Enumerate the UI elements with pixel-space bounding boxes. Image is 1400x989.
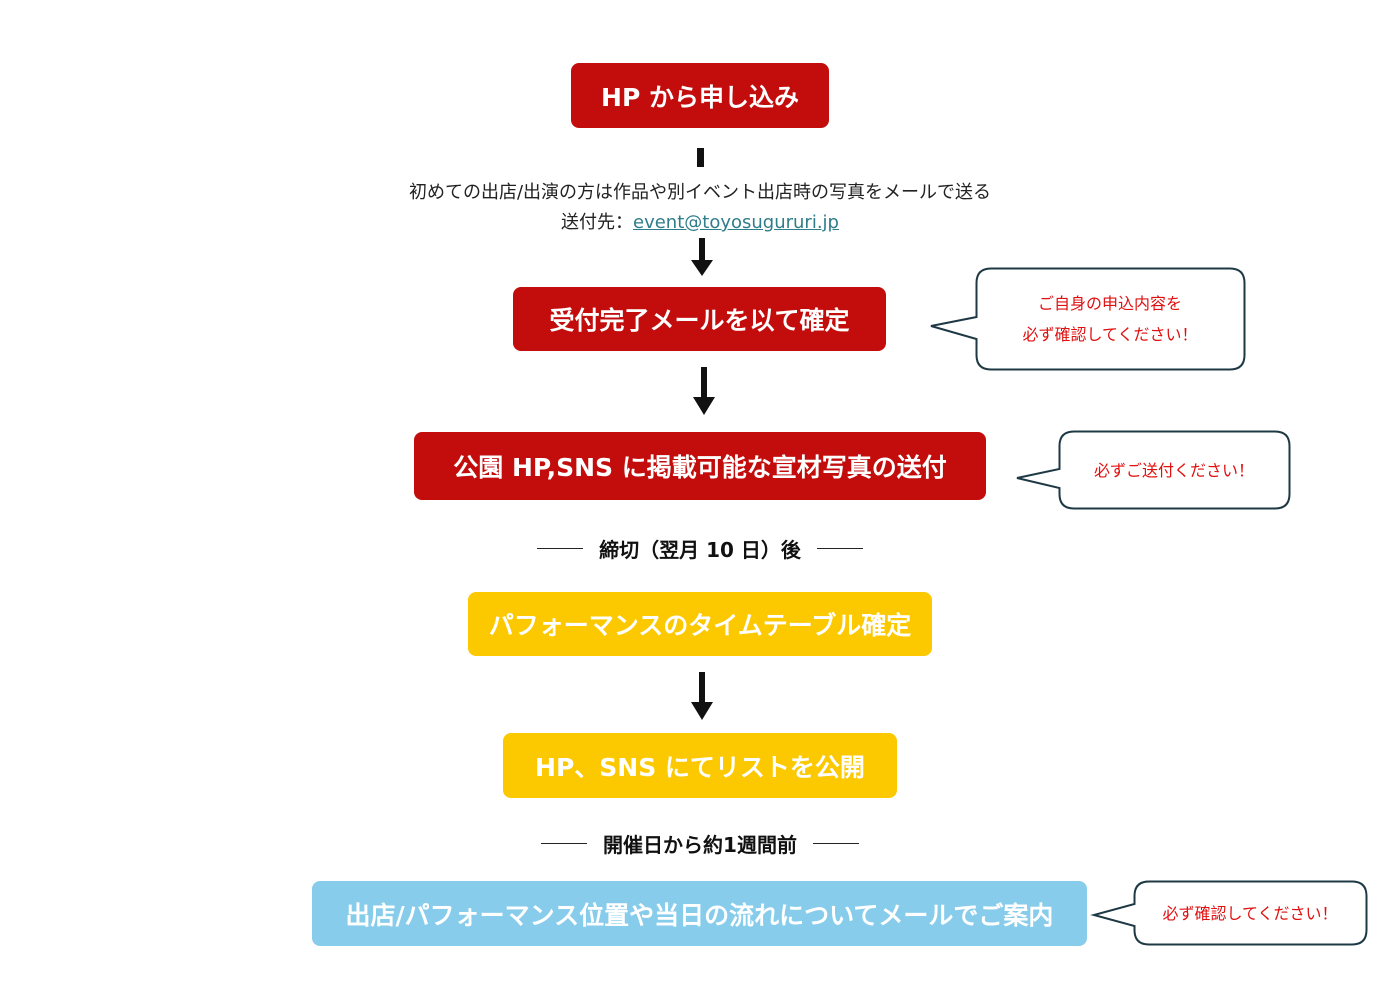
callout-photos-text: 必ずご送付ください！ xyxy=(1093,460,1254,480)
step-timetable-label: パフォーマンスのタイムテーブル確定 xyxy=(488,611,912,640)
connector-bar xyxy=(697,148,704,167)
send-to-note: 送付先：event@toyosugururi.jp xyxy=(561,212,839,233)
email-link[interactable]: event@toyosugururi.jp xyxy=(633,212,839,233)
step-publish-label: HP、SNS にてリストを公開 xyxy=(535,752,865,782)
step-confirm-label: 受付完了メールを以て確定 xyxy=(549,306,850,335)
step-guide-box: 出店/パフォーマンス位置や当日の流れについてメールでご案内 xyxy=(312,881,1087,946)
week-before-divider: 開催日から約1週間前 xyxy=(0,829,1400,857)
callout-confirm-line2: 必ず確認してください！ xyxy=(1022,325,1198,344)
step-photos-box: 公園 HP,SNS に掲載可能な宣材写真の送付 xyxy=(414,432,986,500)
arrow-down-icon xyxy=(693,367,715,415)
callout-confirm: ご自身の申込内容を 必ず確認してください！ xyxy=(930,267,1246,371)
arrow-down-icon xyxy=(691,672,713,720)
step-timetable-box: パフォーマンスのタイムテーブル確定 xyxy=(468,592,932,656)
callout-guide: 必ず確認してください！ xyxy=(1090,880,1368,946)
first-time-note: 初めての出店/出演の方は作品や別イベント出店時の写真をメールで送る xyxy=(408,182,992,203)
deadline-divider: 締切（翌月 10 日）後 xyxy=(0,534,1400,562)
arrow-down-icon xyxy=(691,238,713,276)
callout-photos: 必ずご送付ください！ xyxy=(1016,430,1291,510)
callout-guide-text: 必ず確認してください！ xyxy=(1162,903,1338,923)
deadline-label: 締切（翌月 10 日）後 xyxy=(599,537,801,562)
step-guide-label: 出店/パフォーマンス位置や当日の流れについてメールでご案内 xyxy=(345,900,1054,930)
step-photos-label: 公園 HP,SNS に掲載可能な宣材写真の送付 xyxy=(453,453,947,482)
callout-confirm-line1: ご自身の申込内容を xyxy=(1037,294,1182,313)
step-publish-box: HP、SNS にてリストを公開 xyxy=(503,733,897,798)
step-confirm-box: 受付完了メールを以て確定 xyxy=(513,287,886,351)
step-apply-label: HP から申し込み xyxy=(601,82,799,112)
week-before-label: 開催日から約1週間前 xyxy=(603,832,797,857)
step-apply-box: HP から申し込み xyxy=(571,63,829,128)
